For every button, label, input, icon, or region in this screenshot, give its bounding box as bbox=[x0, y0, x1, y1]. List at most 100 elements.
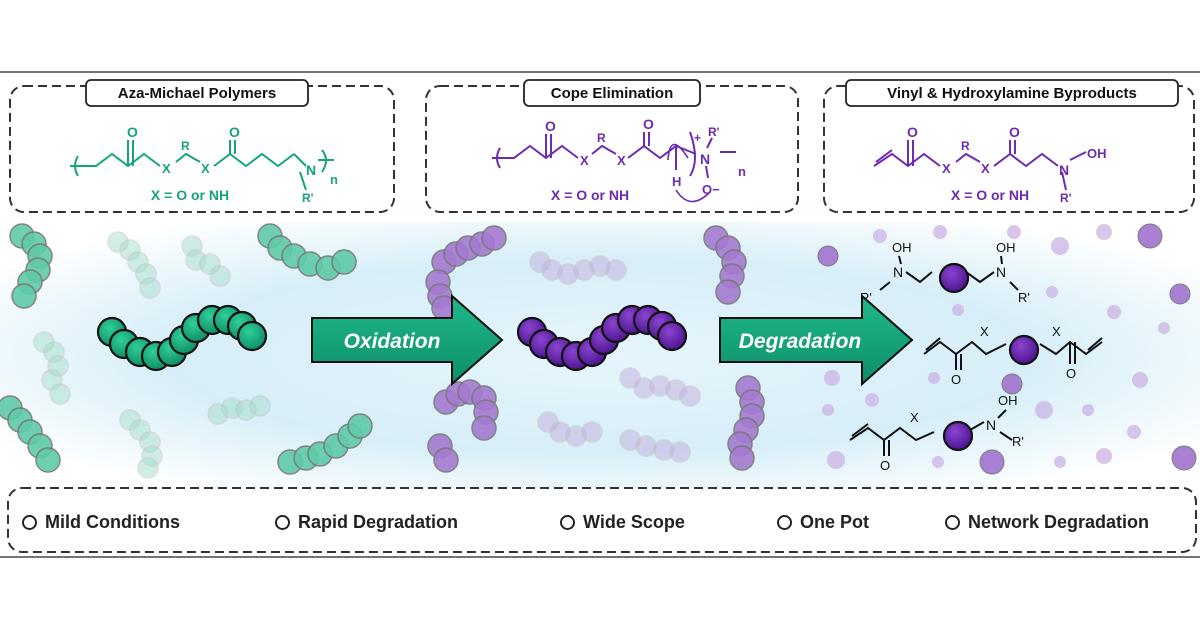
polymer-bead-faint bbox=[679, 385, 701, 407]
polymer-bead-faint bbox=[471, 415, 497, 441]
atom-n: N bbox=[996, 264, 1006, 280]
panel-title-byproducts: Vinyl & Hydroxylamine Byproducts bbox=[887, 85, 1137, 102]
atom-x: X bbox=[580, 153, 589, 168]
subscript-n: n bbox=[738, 164, 746, 179]
atom-o: O bbox=[643, 116, 654, 132]
feature-rapid-degradation: Rapid Degradation bbox=[275, 510, 458, 534]
polymer-bead-faint bbox=[331, 249, 357, 275]
title-box-2 bbox=[523, 79, 701, 107]
fragment-dot bbox=[817, 245, 839, 267]
arrow-degradation: Degradation bbox=[719, 293, 914, 387]
polymer-bead-faint bbox=[185, 249, 207, 271]
atom-rp: R' bbox=[1060, 191, 1072, 205]
title-box-1 bbox=[85, 79, 309, 107]
polymer-bead-faint bbox=[207, 403, 229, 425]
atom-x: X bbox=[201, 161, 210, 176]
polymer-bead-faint bbox=[41, 369, 63, 391]
bullet-icon bbox=[275, 514, 290, 530]
atom-r: R bbox=[597, 131, 606, 145]
atom-x: X bbox=[617, 153, 626, 168]
title-box-3 bbox=[845, 79, 1179, 107]
atom-n: N bbox=[700, 151, 710, 167]
fragment-dot bbox=[1082, 404, 1094, 416]
atom-x: X bbox=[162, 161, 171, 176]
fragment-dot bbox=[1132, 372, 1148, 388]
polymer-bead-green bbox=[236, 320, 268, 352]
polymer-bead-faint bbox=[119, 239, 141, 261]
polymer-bead-faint bbox=[33, 331, 55, 353]
fragment-dot bbox=[1171, 445, 1197, 471]
atom-o: O bbox=[229, 124, 240, 140]
fragment-dot bbox=[1096, 448, 1112, 464]
atom-o: O bbox=[880, 458, 890, 473]
atom-x: X bbox=[1052, 324, 1061, 339]
condition-3: X = O or NH bbox=[951, 187, 1029, 203]
structure-byproduct bbox=[873, 140, 1087, 191]
atom-r: R bbox=[181, 139, 190, 153]
product-bis-acrylate bbox=[923, 337, 1103, 370]
product-core-bead bbox=[942, 420, 974, 452]
fragment-dot bbox=[1169, 283, 1191, 305]
polymer-bead-faint bbox=[199, 253, 221, 275]
fragment-dot bbox=[1007, 225, 1021, 239]
polymer-bead-faint bbox=[107, 231, 129, 253]
atom-rp: R' bbox=[860, 290, 872, 305]
arrow-oxidation: Oxidation bbox=[311, 293, 504, 387]
polymer-bead-faint bbox=[35, 447, 61, 473]
arrow-label-degradation: Degradation bbox=[739, 330, 862, 353]
atom-x: X bbox=[942, 161, 951, 176]
polymer-bead-faint bbox=[137, 457, 159, 479]
fragment-dot bbox=[824, 370, 840, 386]
bullet-icon bbox=[560, 514, 575, 530]
subscript-n: n bbox=[330, 172, 338, 187]
fragment-dot bbox=[873, 229, 887, 243]
polymer-bead-faint bbox=[127, 251, 149, 273]
atom-o: O bbox=[907, 124, 918, 140]
feature-network-degradation: Network Degradation bbox=[945, 510, 1149, 534]
polymer-bead-faint bbox=[221, 397, 243, 419]
feature-wide-scope: Wide Scope bbox=[560, 510, 685, 534]
polymer-bead-faint bbox=[635, 435, 657, 457]
polymer-bead-faint bbox=[669, 441, 691, 463]
atom-oh: OH bbox=[892, 240, 912, 255]
bullet-icon bbox=[777, 514, 792, 530]
feature-one-pot: One Pot bbox=[777, 510, 869, 534]
panel-title-aza: Aza-Michael Polymers bbox=[118, 85, 276, 102]
product-acrylate-hydroxylamine bbox=[849, 409, 1013, 456]
product-core-bead bbox=[938, 262, 970, 294]
polymer-bead-faint bbox=[47, 355, 69, 377]
fragment-dot bbox=[979, 449, 1005, 475]
polymer-bead-faint bbox=[139, 431, 161, 453]
atom-oh: OH bbox=[998, 393, 1018, 408]
atom-o: O bbox=[127, 124, 138, 140]
atom-x: X bbox=[980, 324, 989, 339]
atom-r: R bbox=[961, 139, 970, 153]
polymer-bead-faint bbox=[729, 445, 755, 471]
fragment-dot bbox=[1001, 373, 1023, 395]
atom-n: N bbox=[893, 264, 903, 280]
condition-1: X = O or NH bbox=[151, 187, 229, 203]
atom-n: N bbox=[986, 417, 996, 433]
polymer-bead-faint bbox=[347, 413, 373, 439]
fragment-dot bbox=[1051, 237, 1069, 255]
polymer-bead-faint bbox=[209, 265, 231, 287]
polymer-bead-faint bbox=[49, 383, 71, 405]
polymer-bead-faint bbox=[605, 259, 627, 281]
polymer-bead-faint bbox=[715, 279, 741, 305]
atom-o-minus: O− bbox=[702, 182, 720, 197]
atom-o: O bbox=[951, 372, 961, 387]
fragment-dot bbox=[1158, 322, 1170, 334]
fragment-dot bbox=[952, 304, 964, 316]
polymer-bead-faint bbox=[135, 263, 157, 285]
fragment-dot bbox=[1137, 223, 1163, 249]
atom-o: O bbox=[1066, 366, 1076, 381]
charge-plus: + bbox=[694, 131, 701, 145]
polymer-bead-faint bbox=[129, 419, 151, 441]
fragment-dot bbox=[1046, 286, 1058, 298]
fragment-dot bbox=[822, 404, 834, 416]
atom-n: N bbox=[1059, 162, 1069, 178]
atom-rp: R' bbox=[1018, 290, 1030, 305]
structure-cope bbox=[492, 131, 736, 203]
fragment-dot bbox=[928, 372, 940, 384]
